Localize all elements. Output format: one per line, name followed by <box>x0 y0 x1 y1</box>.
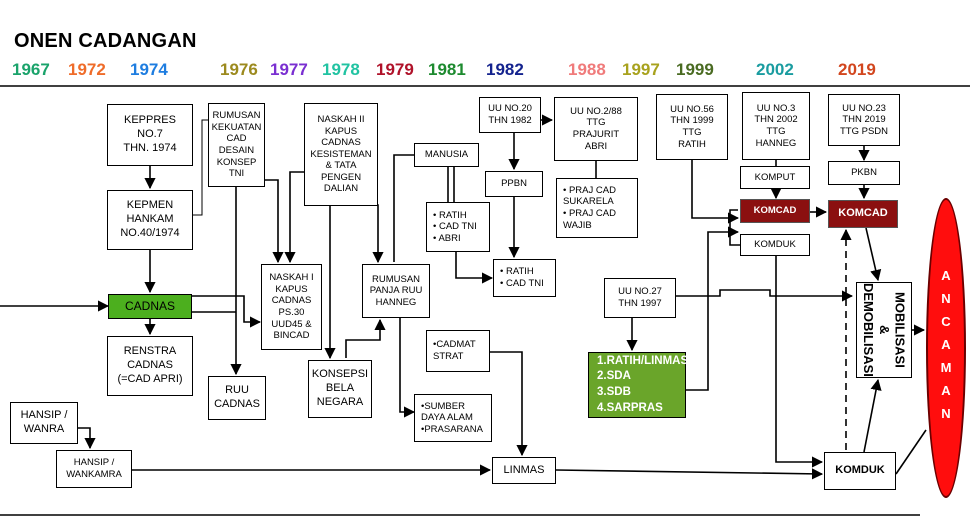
konsepsi-box: KONSEPSI BELA NEGARA <box>308 360 372 418</box>
ratih-cad-box: • RATIH • CAD TNI <box>493 259 556 297</box>
year-label-1997: 1997 <box>622 60 660 79</box>
uu20-box: UU NO.20 THN 1982 <box>479 97 541 133</box>
cadmat-box: •CADMAT STRAT <box>426 330 490 372</box>
komduk-a-box: KOMDUK <box>740 234 810 256</box>
cadnas-box: CADNAS <box>108 294 192 319</box>
uu2-88-box: UU NO.2/88 TTG PRAJURIT ABRI <box>554 97 638 161</box>
komcad-b-box: KOMCAD <box>828 200 898 228</box>
uu3-box: UU NO.3 THN 2002 TTG HANNEG <box>742 92 810 160</box>
year-label-1967: 1967 <box>12 60 50 79</box>
renstra-box: RENSTRA CADNAS (=CAD APRI) <box>107 336 193 396</box>
naskah-i-box: NASKAH I KAPUS CADNAS PS.30 UUD45 & BINC… <box>261 264 322 350</box>
year-label-1976: 1976 <box>220 60 258 79</box>
keppres-box: KEPPRES NO.7 THN. 1974 <box>107 104 193 166</box>
kepmen-box: KEPMEN HANKAM NO.40/1974 <box>107 190 193 250</box>
mobilisasi-box: MOBILISASI & DEMOBILISASI <box>856 282 912 378</box>
komput-box: KOMPUT <box>740 166 810 189</box>
year-label-1982: 1982 <box>486 60 524 79</box>
year-label-1999: 1999 <box>676 60 714 79</box>
komduk-b-box: KOMDUK <box>824 452 896 490</box>
year-label-1974: 1974 <box>130 60 168 79</box>
ppbn-box: PPBN <box>485 171 543 197</box>
sumber-box: •SUMBER DAYA ALAM •PRASARANA <box>414 394 492 442</box>
year-label-2002: 2002 <box>756 60 794 79</box>
year-label-1988: 1988 <box>568 60 606 79</box>
uu27-box: UU NO.27 THN 1997 <box>604 278 676 318</box>
page-title: ONEN CADANGAN <box>14 30 197 52</box>
year-label-1977: 1977 <box>270 60 308 79</box>
hansip-wankamra-box: HANSIP / WANKAMRA <box>56 450 132 488</box>
pkbn-box: PKBN <box>828 161 900 185</box>
ratih-list-box: • RATIH • CAD TNI • ABRI <box>426 202 490 252</box>
year-label-1978: 1978 <box>322 60 360 79</box>
uu56-box: UU NO.56 THN 1999 TTG RATIH <box>656 94 728 160</box>
ancaman-label: ANCAMAN <box>938 267 954 429</box>
year-label-1981: 1981 <box>428 60 466 79</box>
naskah-ii-box: NASKAH II KAPUS CADNAS KESISTEMAN & TATA… <box>304 103 378 206</box>
hansip-wanra-box: HANSIP / WANRA <box>10 402 78 444</box>
rumusan-kekuatan-box: RUMUSAN KEKUATAN CAD DESAIN KONSEP TNI <box>208 103 265 187</box>
ratih-linmas-box: 1.RATIH/LINMAS 2.SDA 3.SDB 4.SARPRAS <box>588 352 688 418</box>
ruu-cadnas-box: RUU CADNAS <box>208 376 266 420</box>
linmas-box: LINMAS <box>492 457 556 484</box>
year-label-1972: 1972 <box>68 60 106 79</box>
year-label-2019: 2019 <box>838 60 876 79</box>
manusia-box: MANUSIA <box>414 143 479 167</box>
year-label-1979: 1979 <box>376 60 414 79</box>
ancaman-ellipse: ANCAMAN <box>926 198 966 498</box>
komcad-a-box: KOMCAD <box>740 199 810 223</box>
uu23-box: UU NO.23 THN 2019 TTG PSDN <box>828 94 900 146</box>
praj-cad-box: • PRAJ CAD SUKARELA • PRAJ CAD WAJIB <box>556 178 638 238</box>
rumusan-panja-box: RUMUSAN PANJA RUU HANNEG <box>362 264 430 318</box>
